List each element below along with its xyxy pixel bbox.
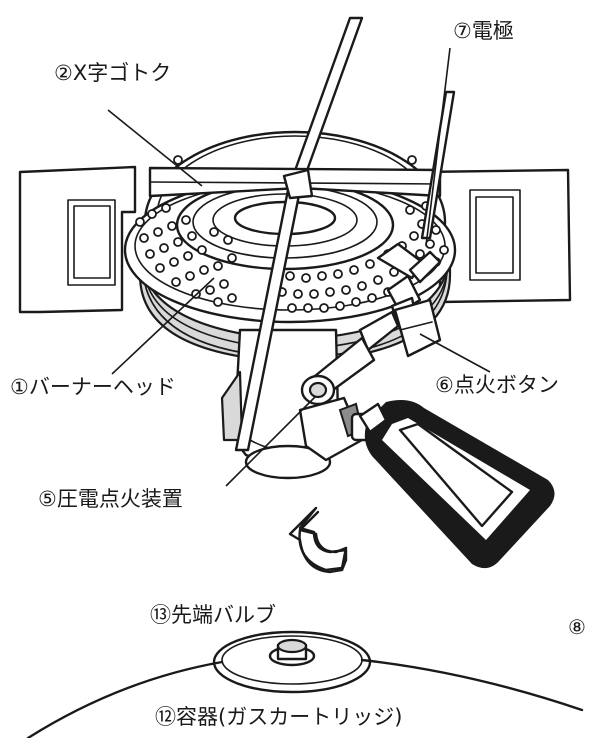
label-x-trivet: ②X字ゴトク — [54, 61, 171, 85]
leader-lines — [107, 47, 491, 487]
label-partial-number: ⑧ — [568, 615, 586, 639]
label-ignition-button: ⑥点火ボタン — [435, 373, 559, 397]
label-tip-valve: ⑬先端バルブ — [150, 603, 276, 627]
callout-labels: ②X字ゴトク ⑦電極 ①バーナーヘッド ⑥点火ボタン ⑤圧電点火装置 ⑬先端バル… — [10, 19, 586, 729]
trivet-left-wing — [18, 165, 137, 314]
valve-handle — [358, 400, 555, 569]
tip-valve — [212, 630, 372, 694]
label-container: ⑫容器(ガスカートリッジ) — [155, 705, 402, 729]
leader-piezo-igniter — [225, 395, 317, 487]
label-piezo-igniter: ⑤圧電点火装置 — [38, 487, 183, 511]
stove-illustration — [18, 16, 584, 738]
cartridge-body-outline — [26, 660, 224, 738]
leader-electrode — [425, 47, 451, 247]
rotate-arrow-icon — [288, 506, 348, 574]
label-electrode: ⑦電極 — [453, 19, 514, 43]
leader-burner-head — [111, 277, 215, 375]
label-burner-head: ①バーナーヘッド — [10, 375, 176, 399]
leader-ignition-button — [419, 333, 491, 373]
leader-x-trivet — [107, 109, 203, 187]
